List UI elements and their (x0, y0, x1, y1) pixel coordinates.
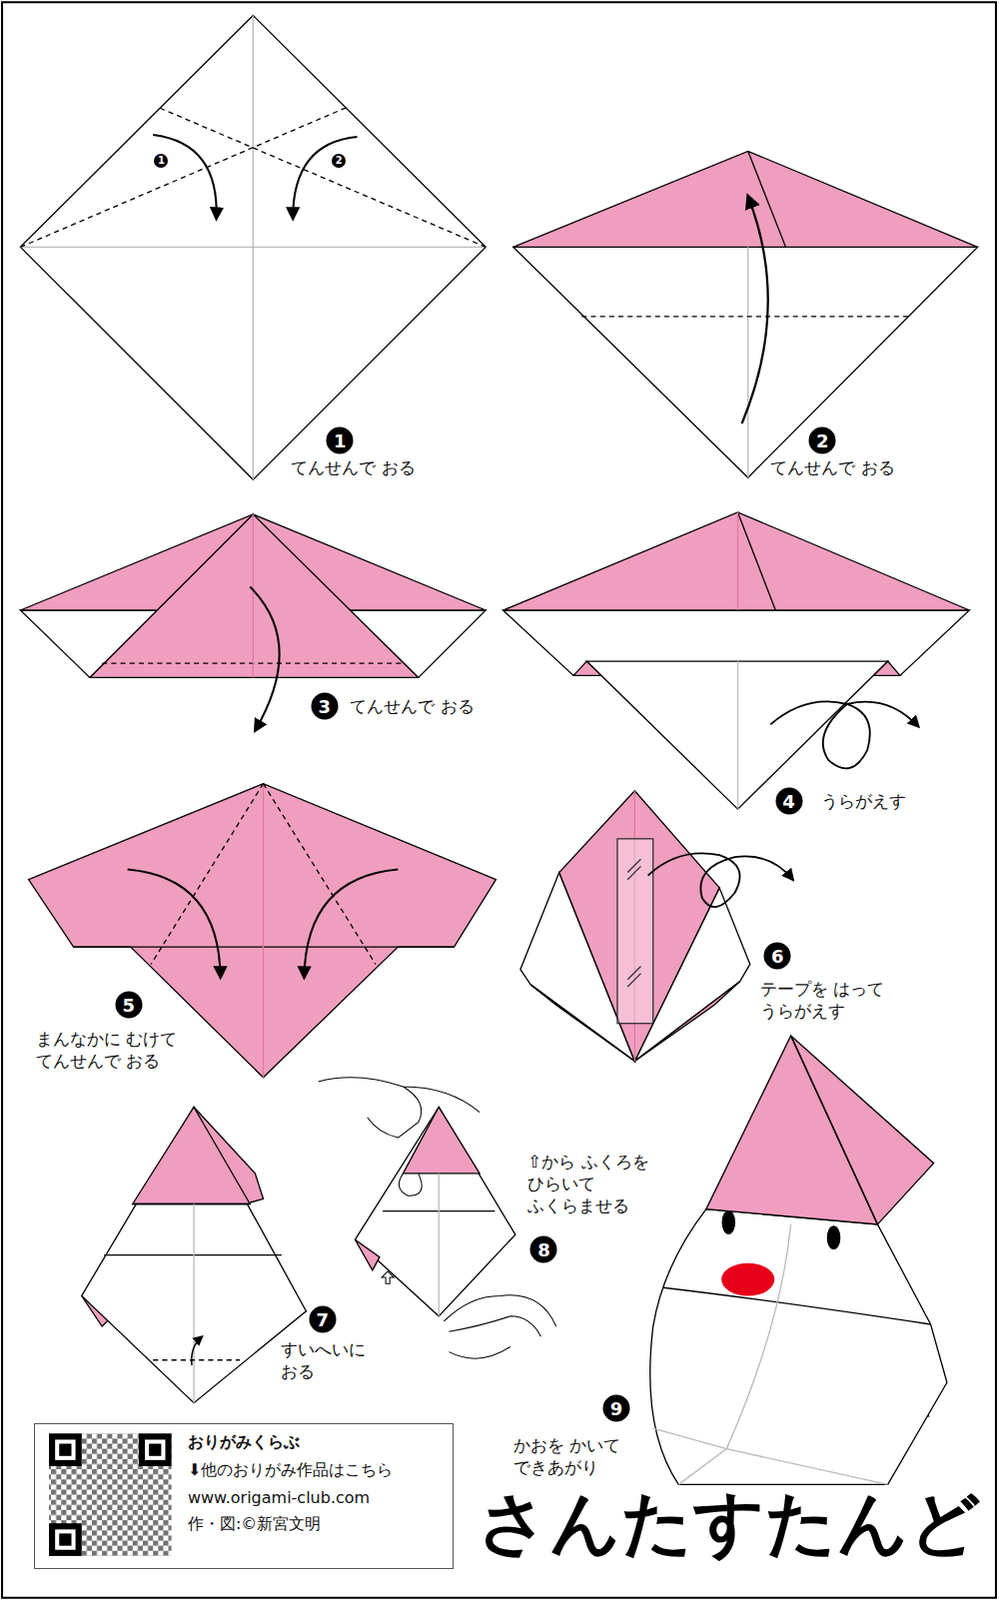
step-number: 6 (764, 943, 792, 971)
info-box: おりがみくらぶ ⬇他のおりがみ作品はこちら www.origami-club.com… (33, 1423, 454, 1570)
info-text: おりがみくらぶ (187, 1432, 447, 1454)
step7-figure (81, 1106, 307, 1403)
step-instruction: まんなかに むけて てんせんで おる (35, 1027, 212, 1072)
step8-figure (318, 1077, 557, 1359)
step-number: 4 (775, 787, 803, 815)
step-number: 2 (331, 153, 346, 168)
qr-code (48, 1433, 172, 1557)
title: さんたすたんど (477, 1477, 982, 1572)
step-instruction: てんせんで おる (290, 456, 495, 479)
step-instruction: テープを はって うらがえす (760, 978, 904, 1022)
step-number: 2 (809, 427, 837, 455)
step-instruction: てんせんで おる (349, 695, 554, 718)
step6-figure (520, 791, 794, 1062)
step-instruction: うらがえす (821, 790, 975, 813)
step-number: 3 (310, 692, 338, 720)
info-text: www.origami-club.com (187, 1488, 447, 1508)
step5-figure (28, 784, 497, 1078)
info-text: 作・図:©新宮文明 (187, 1514, 447, 1536)
step2-figure (513, 150, 979, 478)
step9-figure (650, 1035, 948, 1485)
step-number: 8 (530, 1236, 558, 1264)
step-instruction: ⇧から ふくろを ひらいて ふくらませる (527, 1150, 671, 1217)
step-number: 5 (114, 992, 142, 1019)
step-instruction: かおを かいて できあがり (513, 1434, 641, 1479)
step-number: 1 (326, 427, 354, 455)
step-instruction: すいへいに おる (280, 1338, 379, 1383)
step-number: 9 (602, 1394, 630, 1422)
step4-figure (503, 512, 971, 810)
info-text: ⬇他のおりがみ作品はこちら (187, 1460, 447, 1482)
step-instruction: てんせんで おる (770, 456, 975, 479)
step-number: 7 (308, 1305, 336, 1333)
step-number: 1 (153, 153, 168, 168)
step1-figure (19, 15, 486, 481)
